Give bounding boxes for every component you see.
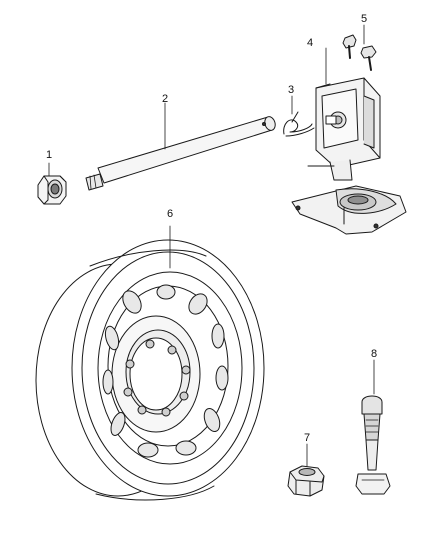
part-8-valve-stem (355, 359, 391, 495)
callout-3: 3 (288, 84, 294, 96)
part-6-steel-wheel (35, 225, 265, 501)
wheel-vent-slots (102, 284, 229, 458)
callout-labels: 1 2 3 4 5 6 7 8 (46, 13, 377, 444)
wheel-lug-holes (123, 339, 191, 417)
callout-5: 5 (361, 13, 367, 25)
part-1-bushing (37, 162, 67, 205)
part-5-bolts (342, 24, 377, 71)
callout-7: 7 (304, 432, 310, 444)
part-2-extension-rod (85, 102, 276, 191)
callout-6: 6 (167, 208, 173, 220)
part-4-winch-carrier (291, 47, 407, 235)
callout-4: 4 (307, 37, 313, 49)
callout-8: 8 (371, 348, 377, 360)
callout-2: 2 (162, 93, 168, 105)
part-3-retaining-clip (283, 95, 315, 137)
callout-1: 1 (46, 149, 52, 161)
part-7-lug-nut (287, 443, 325, 497)
